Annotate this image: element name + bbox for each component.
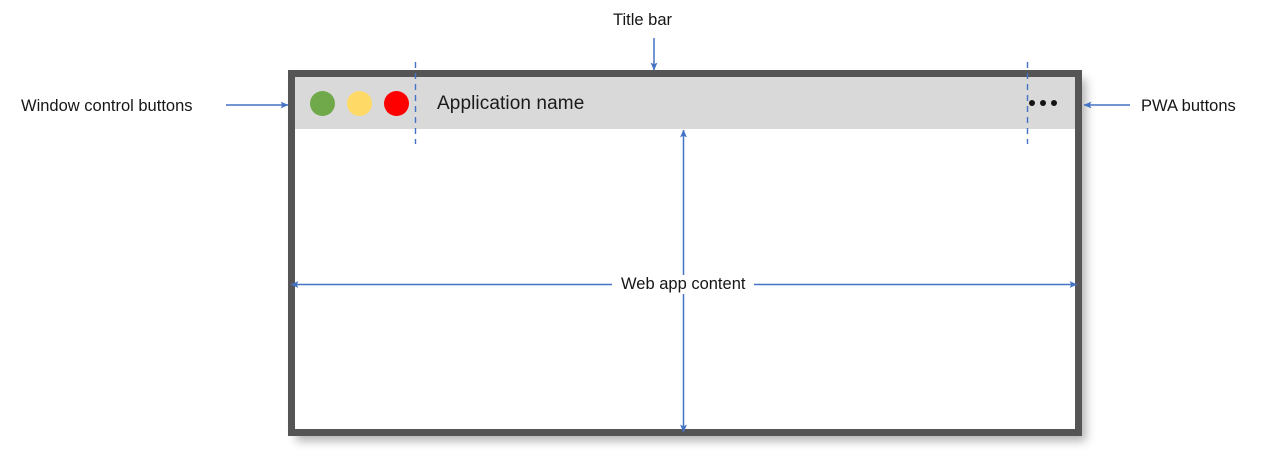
- ellipsis-icon[interactable]: [1029, 100, 1057, 106]
- minimize-button[interactable]: [310, 90, 335, 116]
- label-web-app-content: Web app content: [612, 275, 755, 294]
- ellipsis-dot-1: [1029, 100, 1035, 106]
- label-pwa-buttons: PWA buttons: [1141, 97, 1236, 115]
- ellipsis-dot-2: [1040, 100, 1046, 106]
- ellipsis-dot-3: [1051, 100, 1057, 106]
- label-window-control-buttons: Window control buttons: [21, 97, 193, 115]
- label-title-bar: Title bar: [613, 11, 672, 29]
- application-window: Application name: [288, 70, 1082, 436]
- close-button[interactable]: [384, 90, 409, 116]
- window-control-buttons: [295, 90, 409, 116]
- maximize-button[interactable]: [347, 90, 372, 116]
- application-name: Application name: [437, 92, 585, 114]
- title-bar[interactable]: Application name: [295, 77, 1075, 129]
